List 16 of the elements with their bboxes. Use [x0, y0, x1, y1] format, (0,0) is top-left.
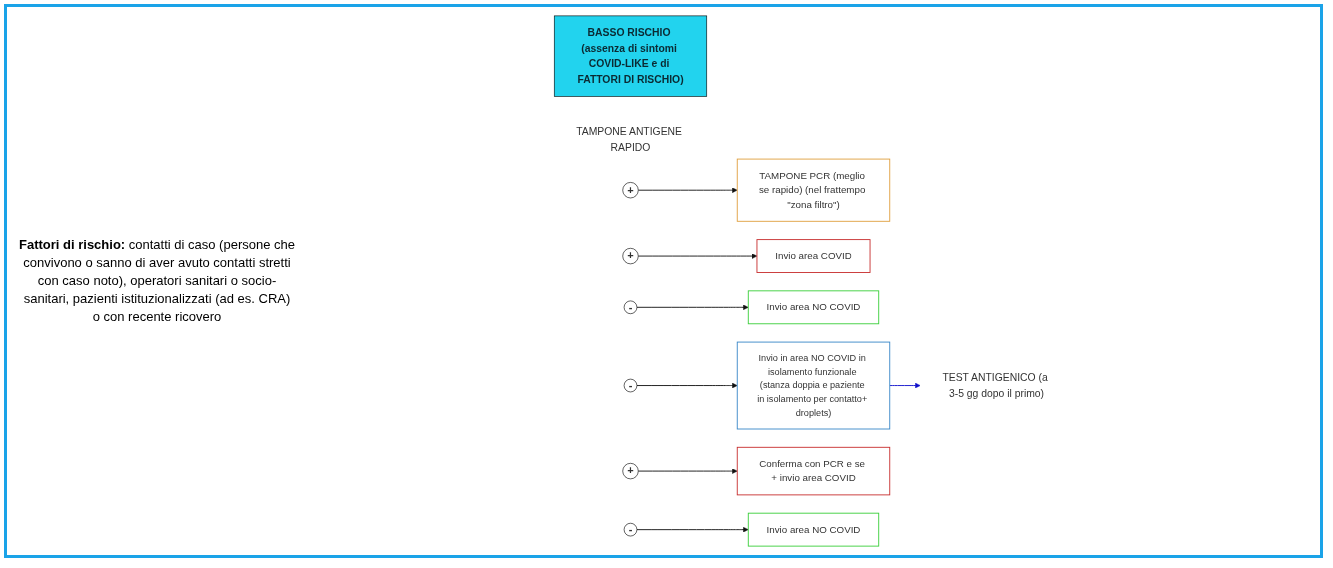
- node-circle: -: [623, 300, 638, 314]
- node-circle: -: [623, 378, 638, 393]
- node-text: TAMPONE ANTIGENE RAPIDO: [576, 125, 682, 153]
- note-text: Fattori di rischio: contatti di caso (persone che convivono o sanno di aver avuto contatti stretti con caso noto), operatori sanitari o socio-sanitari, pazienti istituzionalizzati (ad es. CRA) o con recente ricovero: [19, 235, 295, 327]
- node-box: BASSO RISCHIO (assenza di sintomi COVID-LIKE e di FATTORI DI RISCHIO): [553, 15, 708, 97]
- node-circle: +: [622, 182, 639, 199]
- node-circle: +: [622, 248, 639, 265]
- node-circle: +: [622, 463, 639, 480]
- node-text: TEST ANTIGENICO (a 3-5 gg dopo il primo): [942, 371, 1048, 399]
- node-box: Conferma con PCR e se + invio area COVID: [736, 446, 891, 496]
- node-box: TAMPONE PCR (meglio se rapido) (nel frattempo "zona filtro"): [736, 158, 891, 222]
- node-circle: -: [623, 522, 638, 537]
- node-box: Invio in area NO COVID in isolamento funzionale (stanza doppia e paziente in isolamento per contatto+ droplets): [736, 341, 891, 430]
- node-box: Invio area NO COVID: [747, 290, 880, 325]
- node-box: Invio area COVID: [756, 239, 871, 273]
- node-box: Invio area NO COVID: [747, 512, 880, 547]
